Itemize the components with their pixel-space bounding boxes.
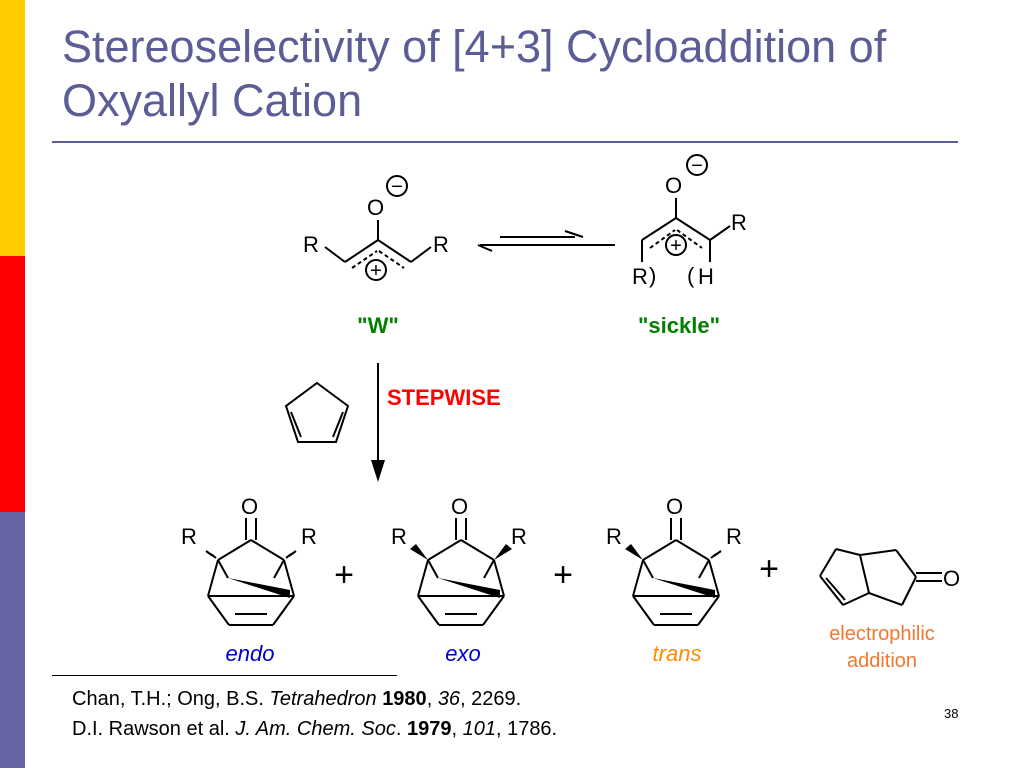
sidebar-red-bar xyxy=(0,256,25,512)
stepwise-label: STEPWISE xyxy=(387,385,501,410)
w-r-left: R xyxy=(303,232,319,257)
plus-sign-1: + xyxy=(334,556,354,594)
title-divider xyxy=(52,141,958,143)
exo-wedge-left xyxy=(410,544,428,560)
electrophilic-product-structure xyxy=(819,548,942,606)
electrophilic-label-line2: addition xyxy=(847,650,917,672)
endo-bridge-wedge xyxy=(228,578,290,598)
electrophilic-oxygen: O xyxy=(943,566,960,591)
sickle-label: "sickle" xyxy=(638,313,720,338)
endo-hashed-bonds xyxy=(205,550,297,559)
trans-product-structure xyxy=(632,518,720,626)
exo-r-right: R xyxy=(511,524,527,549)
reference-2: D.I. Rawson et al. J. Am. Chem. Soc. 197… xyxy=(72,718,558,740)
trans-oxygen: O xyxy=(666,494,683,519)
sickle-oxyallyl-structure xyxy=(641,154,731,262)
w-oxyallyl-structure xyxy=(324,175,432,281)
endo-label: endo xyxy=(226,641,275,666)
w-oxygen-atom: O xyxy=(367,195,384,220)
sickle-h-atom: H xyxy=(698,264,714,289)
sickle-plus-charge: + xyxy=(670,235,682,257)
sickle-paren-left: ( xyxy=(687,263,695,288)
plus-sign-2: + xyxy=(553,556,573,594)
endo-product-structure xyxy=(207,518,295,626)
sickle-oxygen-atom: O xyxy=(665,173,682,198)
electrophilic-label-line1: electrophilic xyxy=(829,623,935,645)
exo-product-structure xyxy=(417,518,505,626)
sidebar-blue-bar xyxy=(0,512,25,768)
equilibrium-arrows xyxy=(477,230,615,252)
slide-title: Stereoselectivity of [4+3] Cycloaddition… xyxy=(62,21,887,126)
w-oxygen-charge: − xyxy=(391,176,403,198)
reference-1: Chan, T.H.; Ong, B.S. Tetrahedron 1980, … xyxy=(72,688,522,710)
w-r-right: R xyxy=(433,232,449,257)
trans-hashed-bond xyxy=(710,550,722,559)
references-divider xyxy=(52,675,397,676)
trans-r-right: R xyxy=(726,524,742,549)
exo-bridge-wedge xyxy=(438,578,500,598)
endo-oxygen: O xyxy=(241,494,258,519)
trans-bridge-wedge xyxy=(653,578,715,598)
slide-number: 38 xyxy=(944,706,959,721)
sickle-r-right: R xyxy=(731,210,747,235)
w-plus-charge: + xyxy=(370,260,382,282)
sickle-oxygen-charge: − xyxy=(691,155,703,177)
trans-wedge-left xyxy=(625,544,643,560)
cyclopentadiene-structure xyxy=(284,381,350,443)
trans-label: trans xyxy=(653,641,702,666)
trans-r-left: R xyxy=(606,524,622,549)
plus-sign-3: + xyxy=(759,550,779,588)
sickle-paren-right: ) xyxy=(649,263,656,288)
w-label: "W" xyxy=(357,313,399,338)
exo-oxygen: O xyxy=(451,494,468,519)
endo-r-right: R xyxy=(301,524,317,549)
exo-wedge-right xyxy=(494,544,512,560)
endo-r-left: R xyxy=(181,524,197,549)
sidebar-yellow-bar xyxy=(0,0,25,256)
stepwise-arrowhead xyxy=(371,460,385,482)
exo-r-left: R xyxy=(391,524,407,549)
exo-label: exo xyxy=(445,641,480,666)
sickle-r-left: R xyxy=(632,264,648,289)
